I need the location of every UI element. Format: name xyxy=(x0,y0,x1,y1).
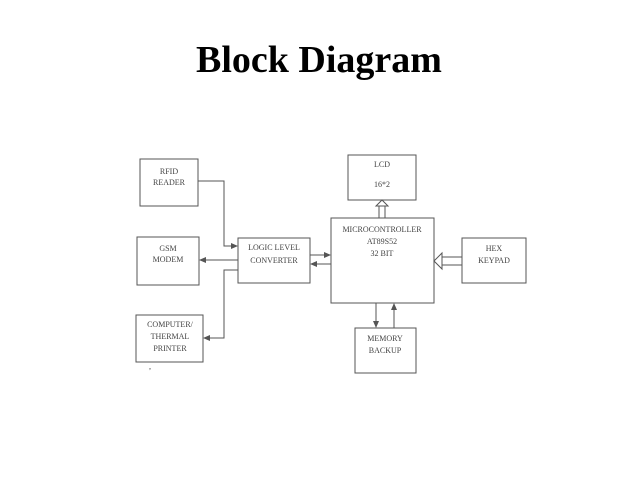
computer-printer-block: COMPUTER/ THERMAL PRINTER xyxy=(135,314,204,363)
mcu-label-1: MICROCONTROLLER xyxy=(342,225,422,234)
hex-keypad-label-2: KEYPAD xyxy=(478,256,510,265)
microcontroller-block: MICROCONTROLLER AT89S52 32 BIT xyxy=(330,217,435,304)
memory-backup-label-1: MEMORY xyxy=(367,334,403,343)
converter-to-gsm-connector xyxy=(199,257,238,263)
logic-level-converter-block: LOGIC LEVEL CONVERTER xyxy=(237,237,311,284)
gsm-modem-label-1: GSM xyxy=(159,244,176,253)
lcd-label-1: LCD xyxy=(374,160,390,169)
hex-keypad-block: HEX KEYPAD xyxy=(461,237,527,284)
rfid-reader-label-1: RFID xyxy=(160,167,178,176)
keypad-to-mcu-connector xyxy=(433,251,462,271)
computer-printer-label-2: THERMAL xyxy=(151,332,190,341)
mcu-to-lcd-connector xyxy=(374,199,390,218)
memory-backup-block: MEMORY BACKUP xyxy=(354,327,417,374)
gsm-modem-label-2: MODEM xyxy=(153,255,184,264)
logic-converter-label-1: LOGIC LEVEL xyxy=(248,243,300,252)
gsm-modem-block: GSM MODEM xyxy=(136,236,200,286)
mcu-label-2: AT89S52 xyxy=(367,237,397,246)
converter-mcu-bidirectional-connector xyxy=(310,252,331,267)
memory-backup-label-2: BACKUP xyxy=(369,346,402,355)
rfid-to-converter-connector xyxy=(198,180,238,249)
mcu-label-3: 32 BIT xyxy=(371,249,394,258)
computer-printer-label-1: COMPUTER/ xyxy=(147,320,194,329)
hex-keypad-label-1: HEX xyxy=(486,244,503,253)
rfid-reader-block: RFID READER xyxy=(139,158,199,207)
stray-mark: ‚ xyxy=(149,362,152,371)
lcd-label-2: 16*2 xyxy=(374,180,390,189)
slide-title: Block Diagram xyxy=(196,39,442,81)
lcd-block: LCD 16*2 xyxy=(347,154,417,201)
logic-converter-label-2: CONVERTER xyxy=(250,256,298,265)
rfid-reader-label-2: READER xyxy=(153,178,186,187)
converter-to-computer-connector xyxy=(203,269,238,341)
mcu-memory-bidirectional-connector xyxy=(373,303,397,328)
computer-printer-label-3: PRINTER xyxy=(153,344,187,353)
